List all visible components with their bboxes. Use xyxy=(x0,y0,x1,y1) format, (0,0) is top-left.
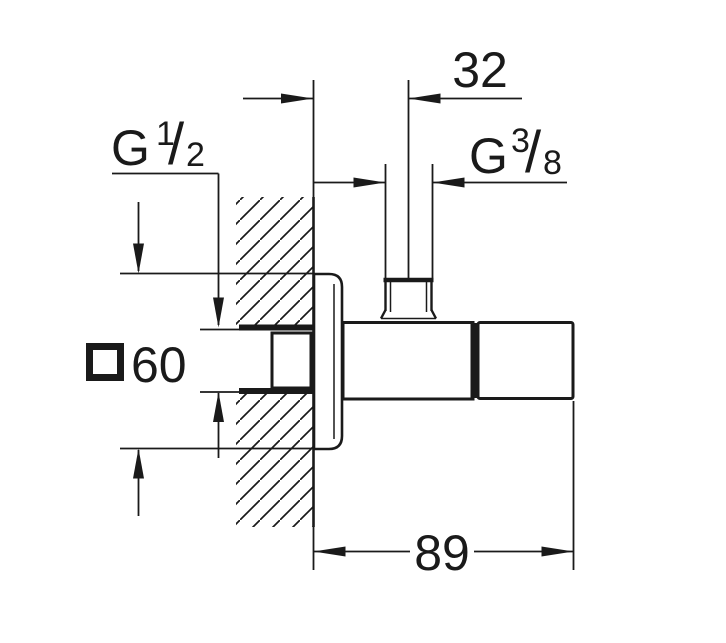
dim32-right-arrowhead xyxy=(408,93,441,104)
wall-hatching-lower xyxy=(236,394,314,527)
valve-handle xyxy=(476,321,575,400)
g12-slash: / xyxy=(168,112,185,177)
g12-numerator: 1 xyxy=(156,115,175,153)
dimension-32: 32 xyxy=(243,42,522,104)
nut-right-flare xyxy=(430,309,438,320)
g12-up-arrowhead xyxy=(213,392,224,422)
square-section-symbol xyxy=(86,343,124,381)
g38-denominator: 8 xyxy=(543,144,562,182)
dimension-89: 89 xyxy=(313,401,575,581)
body-handle-joint xyxy=(470,323,478,398)
outlet-reference-lines xyxy=(384,80,434,279)
wall-hatching-upper xyxy=(236,197,314,325)
g38-right-arrowhead xyxy=(432,177,465,188)
g12-down-arrowhead xyxy=(213,297,224,328)
valve-body-group xyxy=(341,321,575,401)
valve-body xyxy=(341,321,475,401)
dimension-wall-thread: G 1 / 2 xyxy=(111,112,224,458)
wall-supply-pipe xyxy=(200,324,314,394)
g38-numerator: 3 xyxy=(511,122,530,160)
sq60-value: 60 xyxy=(131,337,187,393)
dim32-value: 32 xyxy=(452,42,508,98)
dimension-outlet-thread: G 3 / 8 xyxy=(313,120,567,188)
escutcheon-plate xyxy=(312,272,344,451)
sq60-down-arrowhead xyxy=(133,243,144,274)
dim32-left-arrowhead xyxy=(281,93,313,104)
dim89-right-arrowhead xyxy=(541,546,574,557)
g12-letter: G xyxy=(111,120,150,176)
g38-letter: G xyxy=(469,128,508,184)
thread-section xyxy=(270,331,313,390)
g38-left-arrowhead xyxy=(353,177,386,188)
g12-denominator: 2 xyxy=(186,136,205,174)
g38-slash: / xyxy=(525,120,542,185)
escutcheon-outline xyxy=(312,272,344,451)
nut-face xyxy=(384,280,433,320)
dimension-plate-60: 60 xyxy=(86,202,313,516)
dim89-left-arrowhead xyxy=(313,546,346,557)
sq60-up-arrowhead xyxy=(133,448,144,479)
wall-section xyxy=(236,80,315,570)
nut-left-flare xyxy=(379,309,387,320)
dim89-value: 89 xyxy=(414,525,470,581)
outlet-nut xyxy=(379,277,438,320)
